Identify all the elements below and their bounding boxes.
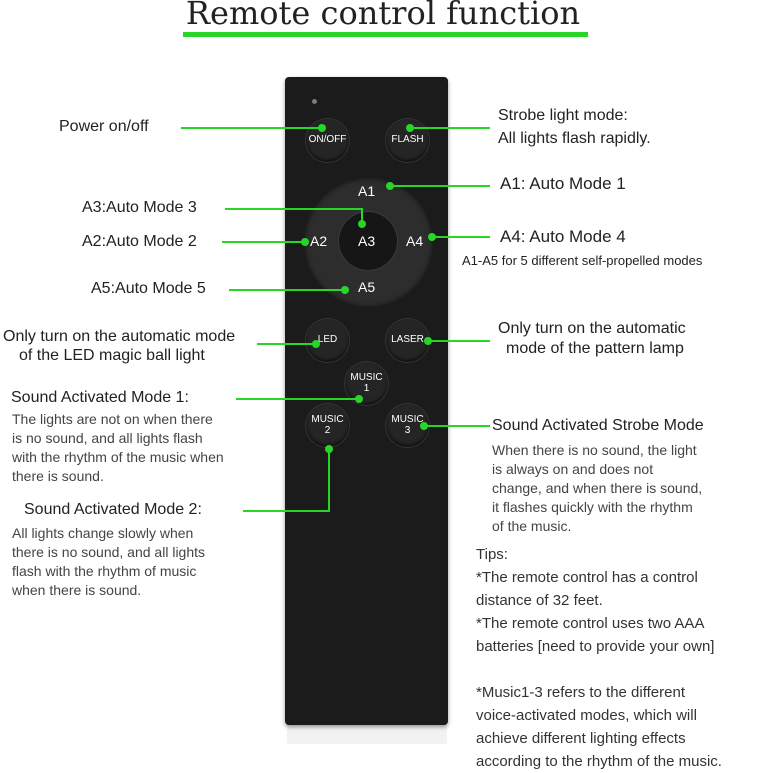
sas-desc: When there is no sound, the light is alw… (492, 441, 702, 536)
sam2-line: flash with the rhythm of music (12, 563, 197, 579)
led-desc-line1: Only turn on the automatic mode (3, 328, 236, 345)
sam1-line: with the rhythm of the music when (12, 449, 224, 465)
music1-button[interactable]: MUSIC 1 (345, 362, 388, 405)
page-title: Remote control function (185, 0, 581, 32)
callout-power (181, 127, 322, 129)
callout-music3 (424, 425, 490, 427)
laser-desc-line1: Only turn on the automatic (498, 320, 686, 337)
a3-mode-label: A3:Auto Mode 3 (82, 199, 197, 216)
music1-label: MUSIC 1 (350, 372, 383, 394)
led-label: LED (317, 334, 338, 346)
callout-a1 (390, 185, 490, 187)
callout-dot (428, 233, 436, 241)
callout-a4 (432, 236, 490, 238)
music2-label: MUSIC 2 (311, 414, 344, 436)
a5-mode-label: A5:Auto Mode 5 (91, 280, 206, 297)
callout-dot (355, 395, 363, 403)
sam1-line: The lights are not on when there (12, 411, 213, 427)
sam2-line: All lights change slowly when (12, 525, 194, 541)
sam1-title: Sound Activated Mode 1: (11, 389, 189, 406)
sas-line: of the music. (492, 518, 572, 534)
sam2-title: Sound Activated Mode 2: (24, 501, 202, 518)
a3-label: A3 (358, 233, 376, 249)
a2-button[interactable]: A2 (310, 233, 328, 249)
callout-a3-drop (361, 208, 363, 222)
callout-dot (420, 422, 428, 430)
title-underline (183, 32, 588, 37)
remote-shadow (287, 722, 447, 744)
callout-a5 (229, 289, 344, 291)
callout-dot (358, 220, 366, 228)
a1-button[interactable]: A1 (358, 183, 376, 199)
music2-button[interactable]: MUSIC 2 (306, 404, 349, 447)
callout-dot (318, 124, 326, 132)
sam1-line: is no sound, and all lights flash (12, 430, 203, 446)
callout-laser (428, 340, 490, 342)
a1-label: A1: Auto Mode 1 (500, 174, 626, 193)
a4-mode-label: A4: Auto Mode 4 (500, 227, 626, 246)
onoff-label: ON/OFF (308, 134, 347, 146)
sas-line: change, and when there is sound, (492, 480, 703, 496)
callout-a2 (222, 241, 304, 243)
sam2-line: there is no sound, and all lights (12, 544, 206, 560)
led-desc-line2: of the LED magic ball light (19, 347, 205, 364)
callout-led (257, 343, 315, 345)
power-label: Power on/off (59, 118, 149, 135)
callout-dot (424, 337, 432, 345)
music3-label: MUSIC 3 (391, 414, 424, 436)
laser-desc-line2: mode of the pattern lamp (506, 340, 684, 357)
sam1-desc: The lights are not on when there is no s… (12, 410, 224, 486)
callout-music2 (243, 510, 330, 512)
callout-dot (386, 182, 394, 190)
sam1-line: there is sound. (12, 468, 104, 484)
sas-line: is always on and does not (492, 461, 654, 477)
laser-label: LASER (391, 334, 424, 346)
callout-dot (325, 445, 333, 453)
strobe-title: Strobe light mode: (498, 107, 628, 124)
a4-button[interactable]: A4 (406, 233, 424, 249)
callout-music2-vert (328, 449, 330, 511)
a3-button[interactable] (339, 212, 397, 270)
callout-dot (312, 340, 320, 348)
strobe-desc: All lights flash rapidly. (498, 130, 651, 147)
a2-mode-label: A2:Auto Mode 2 (82, 233, 197, 250)
sam2-line: when there is sound. (12, 582, 142, 598)
flash-label: FLASH (391, 134, 424, 146)
tips-text: Tips: *The remote control has a control … (476, 546, 722, 770)
callout-music1 (236, 398, 358, 400)
a-range-note: A1-A5 for 5 different self-propelled mod… (462, 253, 703, 268)
onoff-button[interactable]: ON/OFF (306, 119, 349, 162)
ir-indicator (312, 99, 317, 104)
sas-line: When there is no sound, the light (492, 442, 697, 458)
callout-dot (301, 238, 309, 246)
sam2-desc: All lights change slowly when there is n… (12, 524, 205, 600)
callout-a3 (225, 208, 363, 210)
callout-flash (410, 127, 490, 129)
sas-line: it flashes quickly with the rhythm (492, 499, 693, 515)
a5-button[interactable]: A5 (358, 279, 376, 295)
sas-title: Sound Activated Strobe Mode (492, 417, 704, 434)
callout-dot (406, 124, 414, 132)
callout-dot (341, 286, 349, 294)
laser-button[interactable]: LASER (386, 319, 429, 362)
